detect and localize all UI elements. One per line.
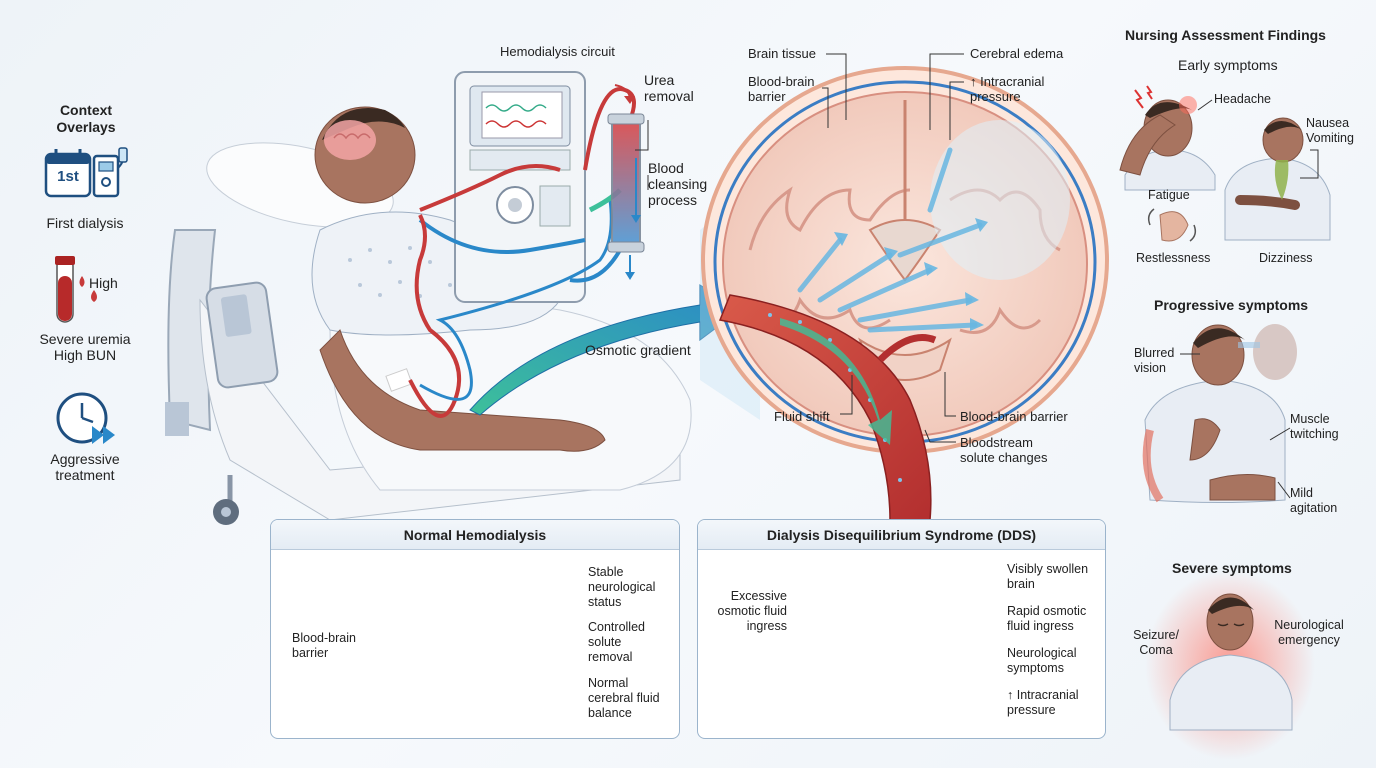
- progressive-person: [1142, 324, 1297, 503]
- normal-hemodialysis-panel: Normal Hemodialysis: [270, 519, 680, 739]
- blood-tube-icon: [55, 256, 75, 323]
- fatigue-icon: [1147, 208, 1197, 242]
- vessel-branch: [877, 334, 937, 363]
- muscle-twitching-label: Muscle twitching: [1290, 412, 1339, 441]
- bloodstream-label: Bloodstream solute changes: [960, 435, 1048, 465]
- dialysis-machine-icon: [92, 147, 128, 198]
- normal-bbb-label: Blood-brain barrier: [292, 631, 356, 660]
- fluid-shift-arrows: [797, 147, 983, 333]
- progressive-symptoms-title: Progressive symptoms: [1154, 297, 1309, 313]
- neuro-symptoms-label: Neurological symptoms: [1007, 646, 1077, 675]
- patient-arm: [319, 329, 606, 452]
- early-symptoms-title: Early symptoms: [1178, 57, 1278, 73]
- calendar-text: 1st: [57, 168, 79, 185]
- first-dialysis-label: First dialysis: [46, 215, 124, 231]
- fluid-shift-label: Fluid shift: [774, 409, 830, 424]
- dizziness-label: Dizziness: [1259, 251, 1313, 265]
- context-title: Context Overlays: [56, 102, 116, 135]
- high-label: High: [89, 275, 118, 291]
- bbb-bottom-label: Blood-brain barrier: [960, 409, 1068, 424]
- headache-person: [1119, 96, 1216, 191]
- nursing-title: Nursing Assessment Findings: [1125, 27, 1326, 43]
- hemodialysis-circuit-label: Hemodialysis circuit: [500, 44, 615, 59]
- bbb-top-label: Blood-brain barrier: [748, 74, 815, 104]
- clock-icon: [56, 392, 115, 444]
- neurological-emergency-label: Neurological emergency: [1274, 618, 1344, 647]
- brain-tissue-label: Brain tissue: [748, 46, 816, 61]
- seizure-coma-label: Seizure/ Coma: [1133, 628, 1179, 657]
- arterial-line: [419, 164, 561, 212]
- calendar-icon: [44, 149, 92, 198]
- dds-icp-label: ↑ Intracranial pressure: [1007, 688, 1079, 717]
- stable-status-label: Stable neurological status: [588, 565, 656, 609]
- nausea-label: Nausea Vomiting: [1306, 116, 1354, 145]
- rapid-ingress-label: Rapid osmotic fluid ingress: [1007, 604, 1087, 633]
- blurred-vision-label: Blurred vision: [1134, 346, 1175, 375]
- excessive-ingress-label: Excessive osmotic fluid ingress: [717, 589, 787, 633]
- callout-lines: [635, 53, 964, 443]
- cerebral-edema-label: Cerebral edema: [970, 46, 1064, 61]
- mild-agitation-label: Mild agitation: [1290, 486, 1338, 515]
- venous-line: [418, 218, 586, 254]
- blood-drop-icon: [79, 276, 97, 302]
- controlled-removal-label: Controlled solute removal: [588, 620, 645, 664]
- brain-overlay-icon: [324, 120, 376, 160]
- urea-removal-label: Urea removal: [644, 72, 694, 104]
- icp-label: ↑ Intracranial pressure: [970, 74, 1045, 104]
- dds-panel: Dialysis Disequilibrium Syndrome (DDS): [697, 519, 1106, 739]
- dialyzer-filter: [607, 113, 645, 253]
- swollen-brain-label: Visibly swollen brain: [1007, 562, 1089, 591]
- dds-panel-title: Dialysis Disequilibrium Syndrome (DDS): [698, 520, 1105, 550]
- normal-panel-title: Normal Hemodialysis: [271, 520, 679, 550]
- pain-spark-icon: [1134, 89, 1144, 109]
- aggressive-treatment-label: Aggressive treatment: [50, 451, 120, 483]
- headache-label: Headache: [1214, 92, 1271, 106]
- fatigue-label: Fatigue: [1148, 188, 1190, 202]
- severe-symptoms-title: Severe symptoms: [1172, 560, 1292, 576]
- iv-tape: [385, 368, 413, 392]
- brain-cross-section: [701, 66, 1109, 454]
- osmotic-gradient-label: Osmotic gradient: [585, 342, 691, 358]
- patient-hair: [322, 108, 405, 140]
- severe-person: [1169, 593, 1293, 731]
- blood-cleansing-label: Blood cleansing process: [648, 160, 708, 208]
- normal-fluid-label: Normal cerebral fluid balance: [588, 676, 660, 720]
- restlessness-label: Restlessness: [1136, 251, 1211, 265]
- severe-uremia-label: Severe uremia High BUN: [39, 331, 131, 363]
